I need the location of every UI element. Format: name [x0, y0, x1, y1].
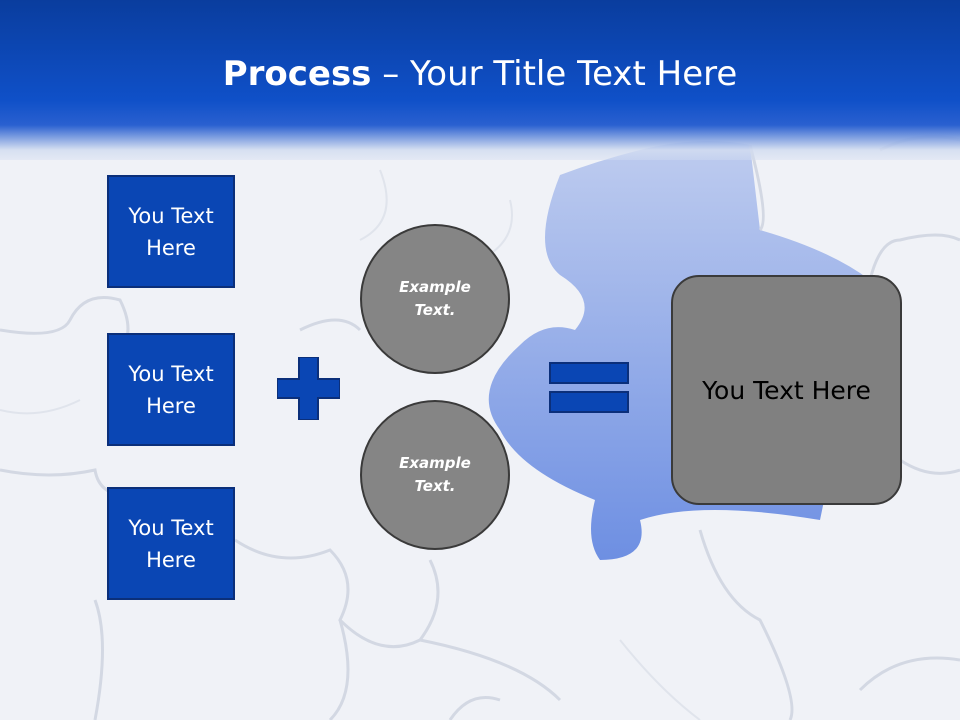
title-rest: – Your Title Text Here: [371, 54, 738, 94]
text-box-3[interactable]: You Text Here: [107, 487, 235, 600]
example-circle-2-label: Example Text.: [399, 454, 471, 495]
example-circle-1[interactable]: Example Text.: [360, 224, 510, 374]
text-box-2-label: You Text Here: [128, 361, 214, 418]
example-circle-1-label: Example Text.: [399, 278, 471, 319]
result-box-label: You Text Here: [702, 375, 871, 405]
text-box-2[interactable]: You Text Here: [107, 333, 235, 446]
example-circle-2[interactable]: Example Text.: [360, 400, 510, 550]
result-box[interactable]: You Text Here: [671, 275, 902, 505]
header-band: [0, 0, 960, 160]
plus-icon: [277, 357, 340, 420]
equals-icon: [549, 362, 629, 413]
title-bold: Process: [222, 54, 372, 94]
text-box-1[interactable]: You Text Here: [107, 175, 235, 288]
text-box-1-label: You Text Here: [128, 203, 214, 260]
text-box-3-label: You Text Here: [128, 515, 214, 572]
slide-title: Process – Your Title Text Here: [0, 52, 960, 96]
